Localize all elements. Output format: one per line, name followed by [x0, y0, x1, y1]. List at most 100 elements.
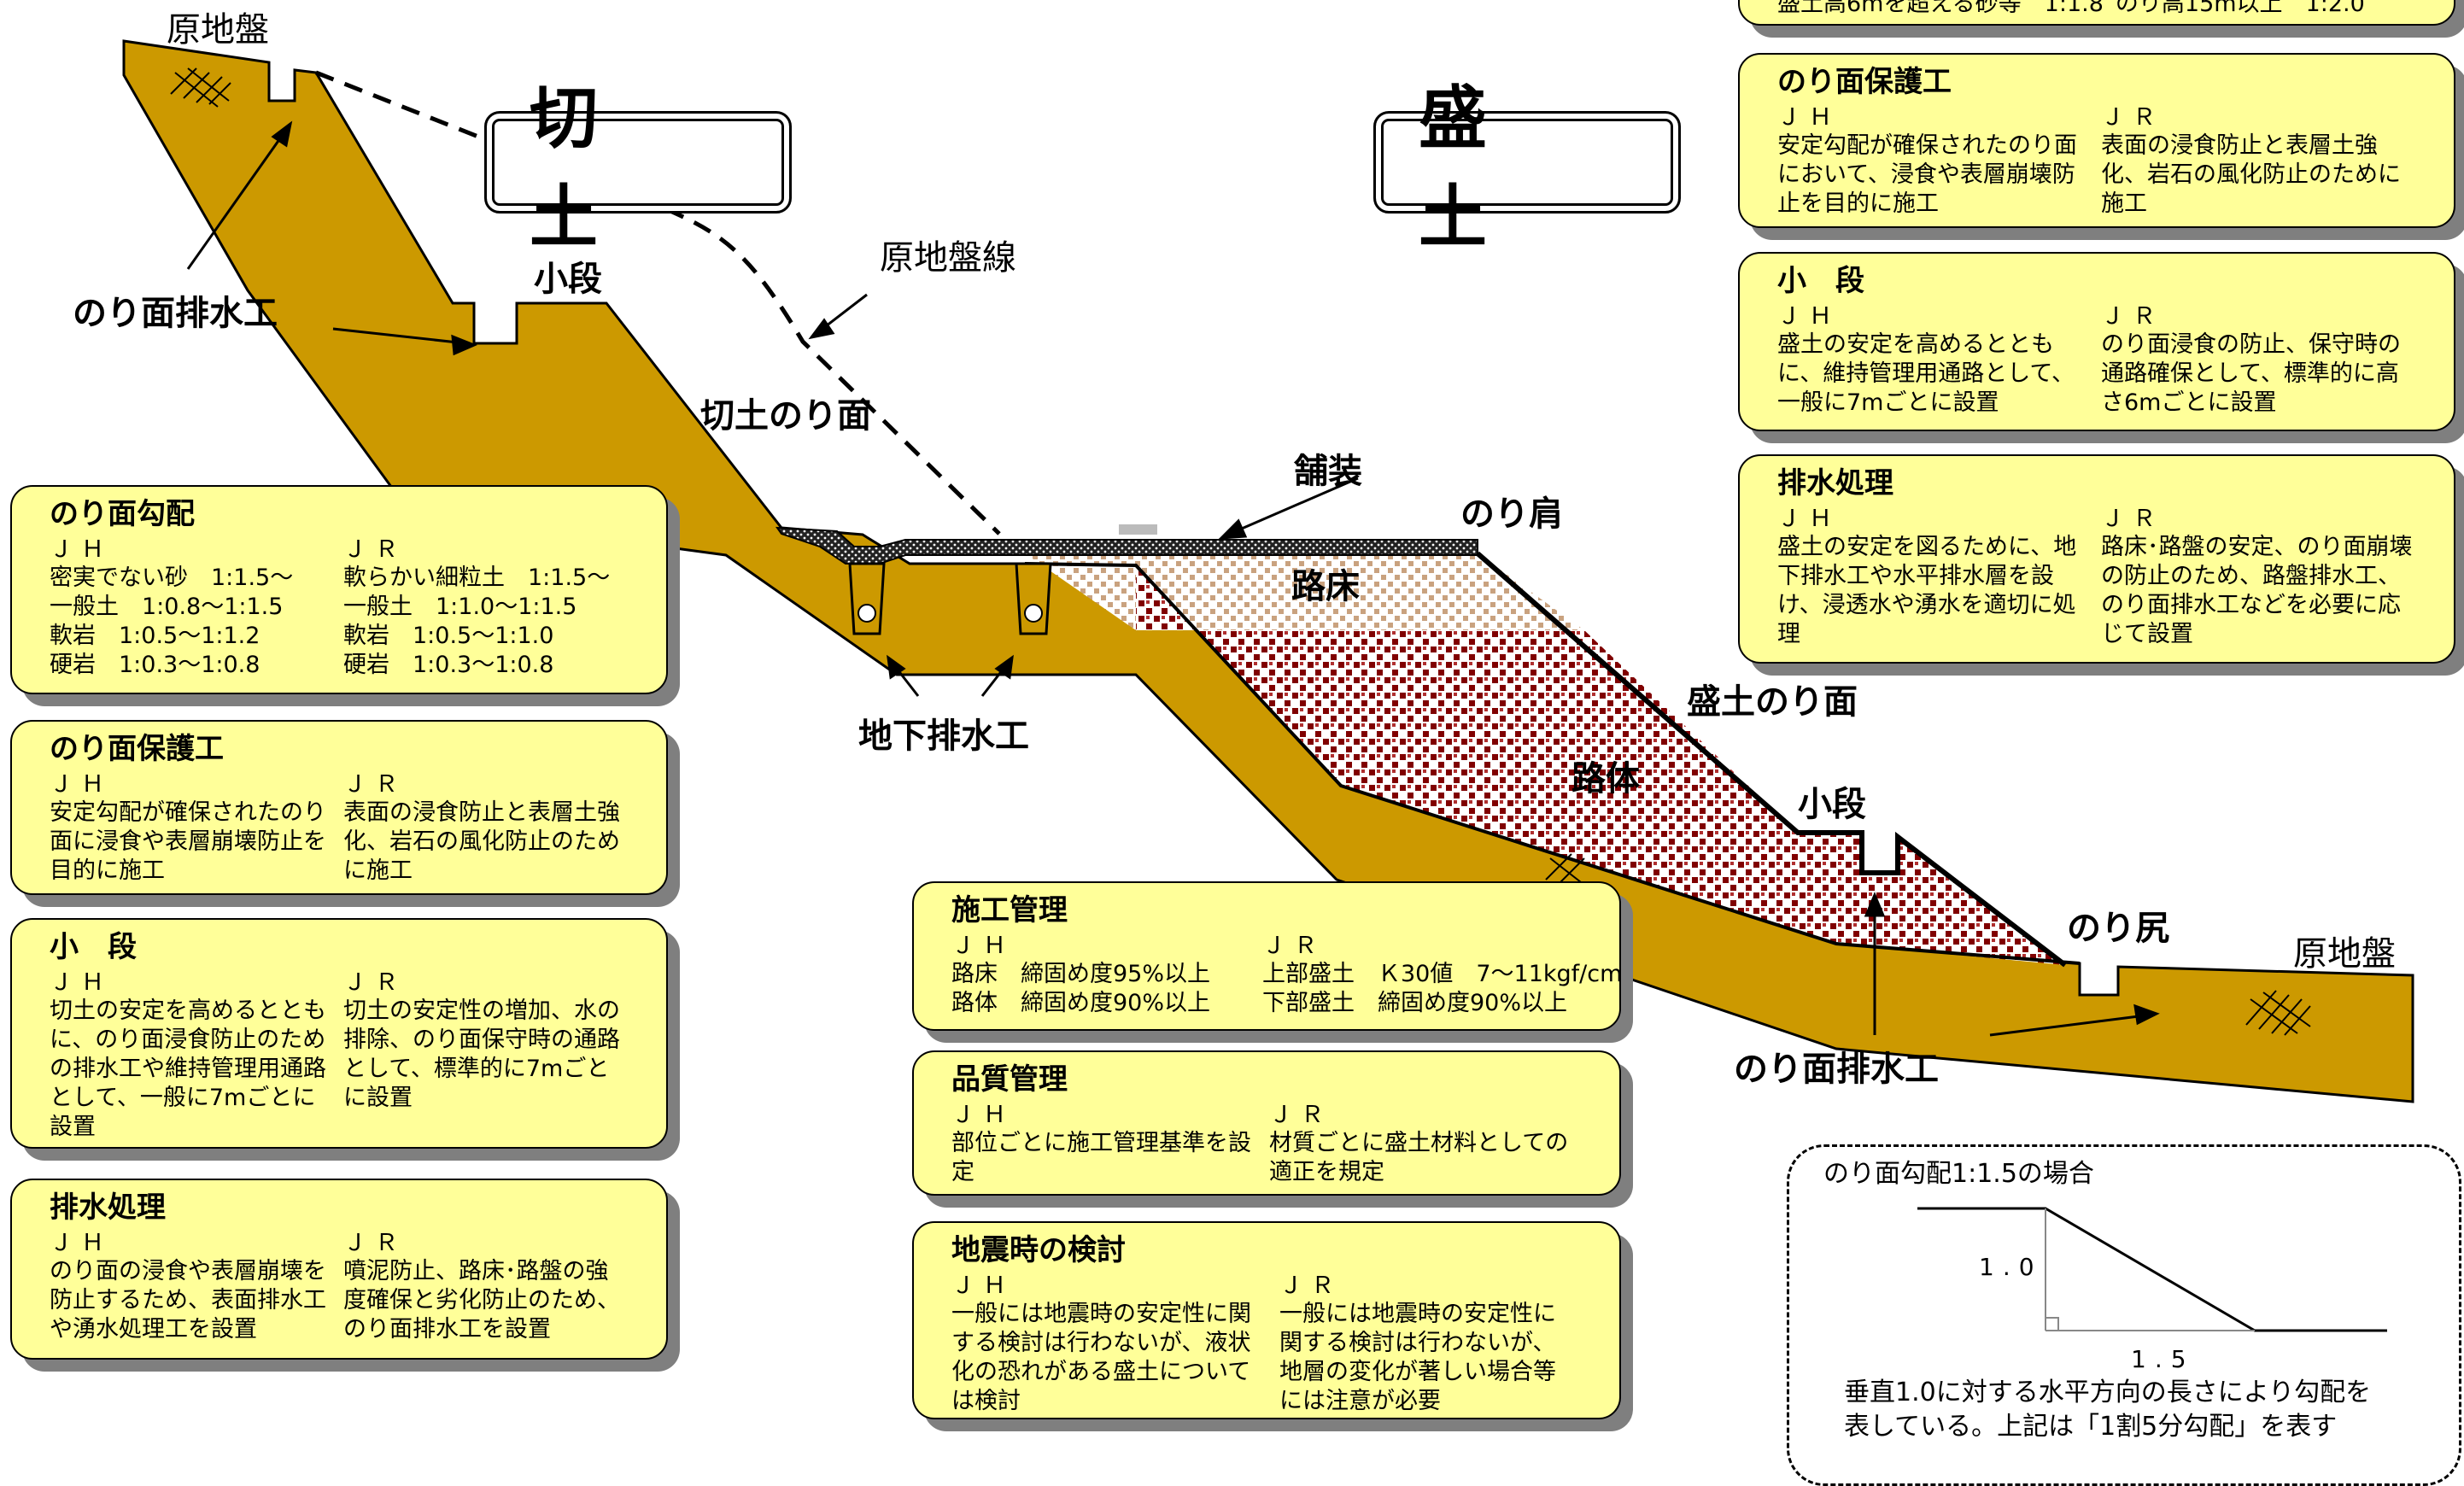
center-panel-quality-management: 品質管理 ＪＨ 部位ごとに施工管理基準を設定 ＪＲ 材質ごとに盛土材料としての適… [912, 1050, 1621, 1196]
jr-column: のり高15m以上 1:2.0 [2116, 0, 2425, 19]
jh-tag: ＪＨ [1777, 506, 1841, 532]
pavement-marker [1119, 524, 1157, 535]
jr-line: 硬岩 1:0.3～1:0.8 [343, 652, 554, 678]
jh-tag: ＪＨ [50, 969, 113, 996]
jr-tag: ＪＲ [343, 1230, 407, 1256]
panel-title: 品質管理 [951, 1062, 1068, 1097]
jr-tag: ＪＲ [2101, 104, 2164, 131]
embankment-base-line [1024, 562, 2081, 965]
jr-tag: ＪＲ [2101, 506, 2164, 532]
panel-title: のり面保護工 [50, 732, 224, 766]
underdrain-right [1015, 562, 1052, 635]
leader-arrows [186, 120, 2160, 1037]
toe-label: のり尻 [2067, 909, 2169, 948]
jr-text: 切土の安定性の増加、水の排除、のり面保守時の通路として、標準的に7mごとに設置 [343, 997, 620, 1111]
right-panel-slope-gradient-partial: 盛土高6mを超える砂等 1:1.8 のり高15m以上 1:2.0 [1738, 0, 2455, 26]
cut-slope-label: 切土のり面 [700, 396, 871, 436]
jh-column: ＪＨ 盛土の安定を高めるとともに、維持管理用通路として、一般に7mごとに設置 [1777, 303, 2101, 418]
jr-tag: ＪＲ [343, 771, 407, 798]
note-heading: のり面勾配1:1.5の場合 [1823, 1159, 2094, 1189]
jr-column: ＪＲ 路床･路盤の安定、のり面崩壊の防止のため、路盤排水工、のり面排水工などを必… [2101, 506, 2425, 649]
panel-title: 施工管理 [951, 893, 1068, 927]
jh-text: 一般には地震時の安定性に関する検討は行わないが、液状化の恐れがある盛土については… [951, 1301, 1251, 1414]
slope-ratio-note: のり面勾配1:1.5の場合 1.0 1.5 垂直1.0に対する水平方向の長さによ… [1787, 1144, 2461, 1486]
left-panel-drainage: 排水処理 ＪＨ のり面の浸食や表層崩壊を防止するため、表面排水工や湧水処理工を設… [10, 1179, 668, 1360]
ground-hatch-left [170, 67, 231, 108]
berm-label-left: 小段 [534, 260, 602, 299]
jh-line: 密実でない砂 1:1.5～ [50, 565, 294, 591]
shoulder-label: のり肩 [1460, 494, 1563, 534]
jr-column: ＪＲ 噴泥防止、路床･路盤の強度確保と劣化防止のため、のり面排水工を設置 [343, 1230, 637, 1344]
embankment-body [1136, 565, 2065, 965]
jr-text: 材質ごとに盛土材料としての適正を規定 [1269, 1130, 1569, 1185]
jh-tag: ＪＨ [50, 771, 113, 798]
jr-line: 軟らかい細粒土 1:1.5～ [343, 565, 611, 591]
underdrain-label: 地下排水工 [858, 717, 1029, 756]
jr-line: 上部盛土 Ｋ30値 7～11kgf/cm [1262, 961, 1623, 987]
fill-slope-label: 盛土のり面 [1687, 682, 1858, 722]
jh-column: ＪＨ 安定勾配が確保されたのり面において、浸食や表層崩壊防止を目的に施工 [1777, 104, 2101, 219]
fill-slope-outline [1476, 551, 2067, 968]
pavement [775, 526, 1478, 565]
right-panel-berm: 小 段 ＪＨ 盛土の安定を高めるとともに、維持管理用通路として、一般に7mごとに… [1738, 252, 2455, 431]
jr-column: ＪＲ 軟らかい細粒土 1:1.5～ 一般土 1:1.0～1:1.5 軟岩 1:0… [343, 536, 637, 680]
jh-text: のり面の浸食や表層崩壊を防止するため、表面排水工や湧水処理工を設置 [50, 1258, 326, 1343]
drain-label-left: のり面排水工 [73, 294, 278, 333]
jh-text: 安定勾配が確保されたのり面において、浸食や表層崩壊防止を目的に施工 [1777, 132, 2077, 217]
jh-column: ＪＨ 切土の安定を高めるとともに、のり面浸食防止のための排水工や維持管理用通路と… [50, 969, 343, 1142]
jr-text: 路床･路盤の安定、のり面崩壊の防止のため、路盤排水工、のり面排水工などを必要に応… [2101, 534, 2413, 647]
jh-tag: ＪＨ [50, 1230, 113, 1256]
jr-line: 軟岩 1:0.5～1:1.0 [343, 623, 554, 649]
jh-column: 盛土高6mを超える砂等 1:1.8 [1777, 0, 2116, 19]
jr-column: ＪＲ 一般には地震時の安定性に関する検討は行わないが、地層の変化が著しい場合等に… [1279, 1272, 1590, 1416]
drain-label-right: のり面排水工 [1734, 1050, 1939, 1089]
berm-label-right: 小段 [1798, 785, 1866, 824]
jr-text: 噴泥防止、路床･路盤の強度確保と劣化防止のため、のり面排水工を設置 [343, 1258, 620, 1343]
left-panel-slope-protection: のり面保護工 ＪＨ 安定勾配が確保されたのり面に浸食や表層崩壊防止を目的に施工 … [10, 720, 668, 895]
jh-text: 安定勾配が確保されたのり面に浸食や表層崩壊防止を目的に施工 [50, 799, 326, 884]
horizontal-ratio-label: 1.5 [2131, 1345, 2195, 1373]
left-panel-berm: 小 段 ＪＨ 切土の安定を高めるとともに、のり面浸食防止のための排水工や維持管理… [10, 918, 668, 1149]
note-caption: 垂直1.0に対する水平方向の長さにより勾配を 表している。上記は「1割5分勾配」… [1844, 1376, 2371, 1444]
jr-tag: ＪＲ [1262, 933, 1326, 959]
jr-column: ＪＲ のり面浸食の防止、保守時の通路確保として、標準的に高さ6mごとに設置 [2101, 303, 2425, 418]
panel-title: 小 段 [1777, 264, 1864, 298]
jr-column: ＪＲ 上部盛土 Ｋ30値 7～11kgf/cm 下部盛土 締固め度90%以上 [1262, 933, 1634, 1018]
jh-tag: ＪＨ [951, 1272, 1015, 1299]
jh-text: 切土の安定を高めるとともに、のり面浸食防止のための排水工や維持管理用通路として、… [50, 997, 326, 1140]
jr-text: 表面の浸食防止と表層土強化、岩石の風化防止のために施工 [343, 799, 620, 884]
jh-line: 硬岩 1:0.3～1:0.8 [50, 652, 260, 678]
right-panel-slope-protection: のり面保護工 ＪＨ 安定勾配が確保されたのり面において、浸食や表層崩壊防止を目的… [1738, 53, 2455, 228]
embankment-label: 路体 [1571, 759, 1640, 799]
jh-line: 路体 締固め度90%以上 [951, 990, 1211, 1016]
right-angle-mark [2046, 1317, 2059, 1331]
cross-section-diagram: 原地盤 のり面排水工 小段 原地盤線 切土のり面 舗装 のり肩 路床 地下排水工… [73, 10, 2414, 1103]
jr-tag: ＪＲ [1279, 1272, 1343, 1299]
center-panel-seismic-review: 地震時の検討 ＪＨ 一般には地震時の安定性に関する検討は行わないが、液状化の恐れ… [912, 1221, 1621, 1419]
jh-line: 軟岩 1:0.5～1:1.2 [50, 623, 260, 649]
jh-column: ＪＨ 路床 締固め度95%以上 路体 締固め度90%以上 [951, 933, 1262, 1018]
jr-text: 一般には地震時の安定性に関する検討は行わないが、地層の変化が著しい場合等には注意… [1279, 1301, 1556, 1414]
vertical-ratio-label: 1.0 [1979, 1253, 2043, 1281]
note-caption-line: 垂直1.0に対する水平方向の長さにより勾配を [1844, 1378, 2372, 1407]
original-ground-label-left: 原地盤 [167, 10, 269, 50]
jh-tag: ＪＨ [1777, 104, 1841, 131]
left-panel-slope-gradient: のり面勾配 ＪＨ 密実でない砂 1:1.5～ 一般土 1:0.8～1:1.5 軟… [10, 485, 668, 694]
jh-tag: ＪＨ [50, 536, 113, 563]
panel-title: のり面保護工 [1777, 65, 1952, 99]
jh-tag: ＪＨ [1777, 303, 1841, 330]
pavement-label: 舗装 [1293, 452, 1362, 491]
jh-column: ＪＨ 盛土の安定を図るために、地下排水工や水平排水層を設け、浸透水や湧水を適切に… [1777, 506, 2101, 649]
jh-column: ＪＨ 安定勾配が確保されたのり面に浸食や表層崩壊防止を目的に施工 [50, 771, 343, 886]
jh-column: ＪＨ 部位ごとに施工管理基準を設定 [951, 1102, 1269, 1187]
jh-column: ＪＨ 一般には地震時の安定性に関する検討は行わないが、液状化の恐れがある盛土につ… [951, 1272, 1279, 1416]
jr-line: 下部盛土 締固め度90%以上 [1262, 990, 1568, 1016]
jr-text: 表面の浸食防止と表層土強化、岩石の風化防止のために施工 [2101, 132, 2401, 217]
underdrain-left [848, 562, 886, 635]
jr-tag: ＪＲ [343, 969, 407, 996]
jr-column: ＪＲ 材質ごとに盛土材料としての適正を規定 [1269, 1102, 1590, 1187]
jh-line: 路床 締固め度95%以上 [951, 961, 1211, 987]
jr-line: のり高15m以上 1:2.0 [2115, 0, 2365, 17]
jr-column: ＪＲ 切土の安定性の増加、水の排除、のり面保守時の通路として、標準的に7mごとに… [343, 969, 637, 1142]
panel-title: のり面勾配 [50, 497, 195, 531]
